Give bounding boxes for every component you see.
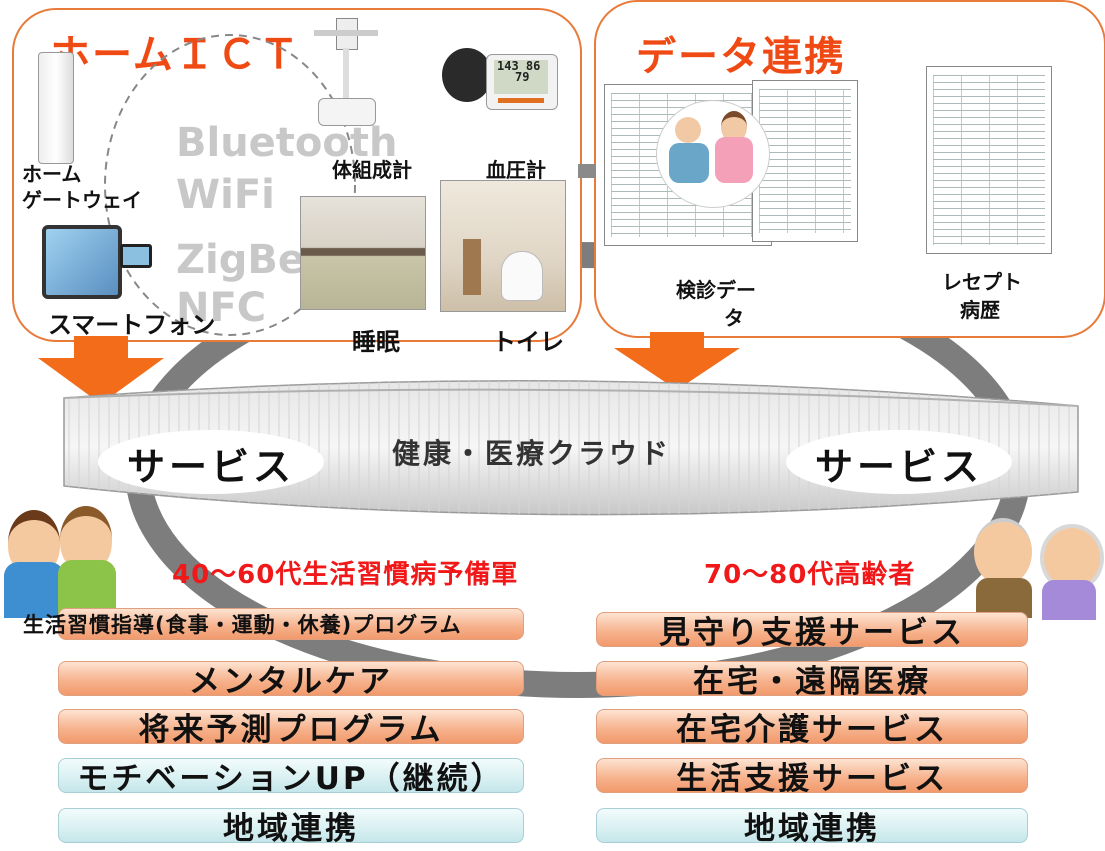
panel-connector [578,164,596,178]
left-item-lifestyle-guidance-label: 生活習慣指導(食事・運動・休養)プログラム [23,613,462,637]
service-oval-left [98,430,324,494]
receipt-label-line1: レセプト [942,270,1022,294]
left-age-label: 40～60代生活習慣病予備軍 [172,560,519,590]
bedroom-photo [300,196,426,310]
left-item-future-prediction-label: 将来予測プログラム [138,712,444,748]
right-age-label: 70～80代高齢者 [704,560,916,590]
protocol-bluetooth: Bluetooth [176,120,398,166]
right-item-home-care-label: 在宅介護サービス [676,712,948,748]
data-link-title: データ連携 [636,34,846,80]
right-item-regional-link: 地域連携 [596,808,1028,847]
cloud-label: 健康・医療クラウド [392,437,672,470]
caregiver-illustration [656,100,770,208]
checkup-data-label-line1: 検診デー [676,278,756,302]
left-item-mental-care-label: メンタルケア [189,664,393,700]
right-item-monitoring-support-label: 見守り支援サービス [659,615,965,651]
home-gateway-label-line1: ホーム [22,162,82,186]
bp-reading-top: 143 [497,59,519,73]
home-gateway-icon [38,52,74,164]
receipt-document [926,66,1052,254]
blood-pressure-monitor-icon: 143 86 79 [442,40,558,110]
arrow-right [614,332,740,390]
right-item-regional-link-label: 地域連携 [744,811,880,847]
protocol-nfc: NFC [176,285,267,331]
left-item-regional-link-label: 地域連携 [223,811,359,847]
left-item-future-prediction: 将来予測プログラム [58,709,524,748]
left-item-lifestyle-guidance: 生活習慣指導(食事・運動・休養)プログラム [23,608,524,640]
body-composition-scale-icon [314,18,378,126]
right-item-monitoring-support: 見守り支援サービス [596,612,1028,651]
protocol-wifi: WiFi [176,172,275,218]
service-left-label: サービス [126,445,295,489]
smartphone-icon [120,244,152,268]
receipt-label-line2: 病歴 [960,298,1000,322]
home-gateway-label-line2: ゲートウェイ [22,188,142,212]
checkup-data-label-line2: タ [724,306,744,330]
right-item-life-support-label: 生活支援サービス [676,761,948,797]
left-item-mental-care: メンタルケア [58,661,524,700]
toilet-label: トイレ [492,328,564,356]
right-item-home-remote-medical: 在宅・遠隔医療 [596,661,1028,700]
wireless-range-circle [104,34,356,336]
bp-reading-bot: 79 [515,70,530,84]
left-item-motivation: モチベーションUP（継続） [58,758,524,797]
arrow-left [38,336,164,404]
right-item-life-support: 生活支援サービス [596,758,1028,797]
checkup-document-front [752,80,858,242]
service-oval-right [786,430,1012,494]
body-composition-label: 体組成計 [332,158,412,182]
left-item-regional-link: 地域連携 [58,808,524,847]
bp-reading-mid: 86 [525,59,541,73]
right-item-home-care: 在宅介護サービス [596,709,1028,748]
elderly-couple-illustration [968,512,1105,620]
right-item-home-remote-medical-label: 在宅・遠隔医療 [693,664,931,700]
middle-aged-couple-illustration [0,506,124,618]
service-right-label: サービス [814,445,983,489]
smartphone-label: スマートフォン [48,311,216,339]
blood-pressure-label: 血圧計 [486,158,546,182]
sleep-label: 睡眠 [352,328,400,356]
left-item-motivation-label: モチベーションUP（継続） [77,761,505,797]
toilet-photo [440,180,566,312]
